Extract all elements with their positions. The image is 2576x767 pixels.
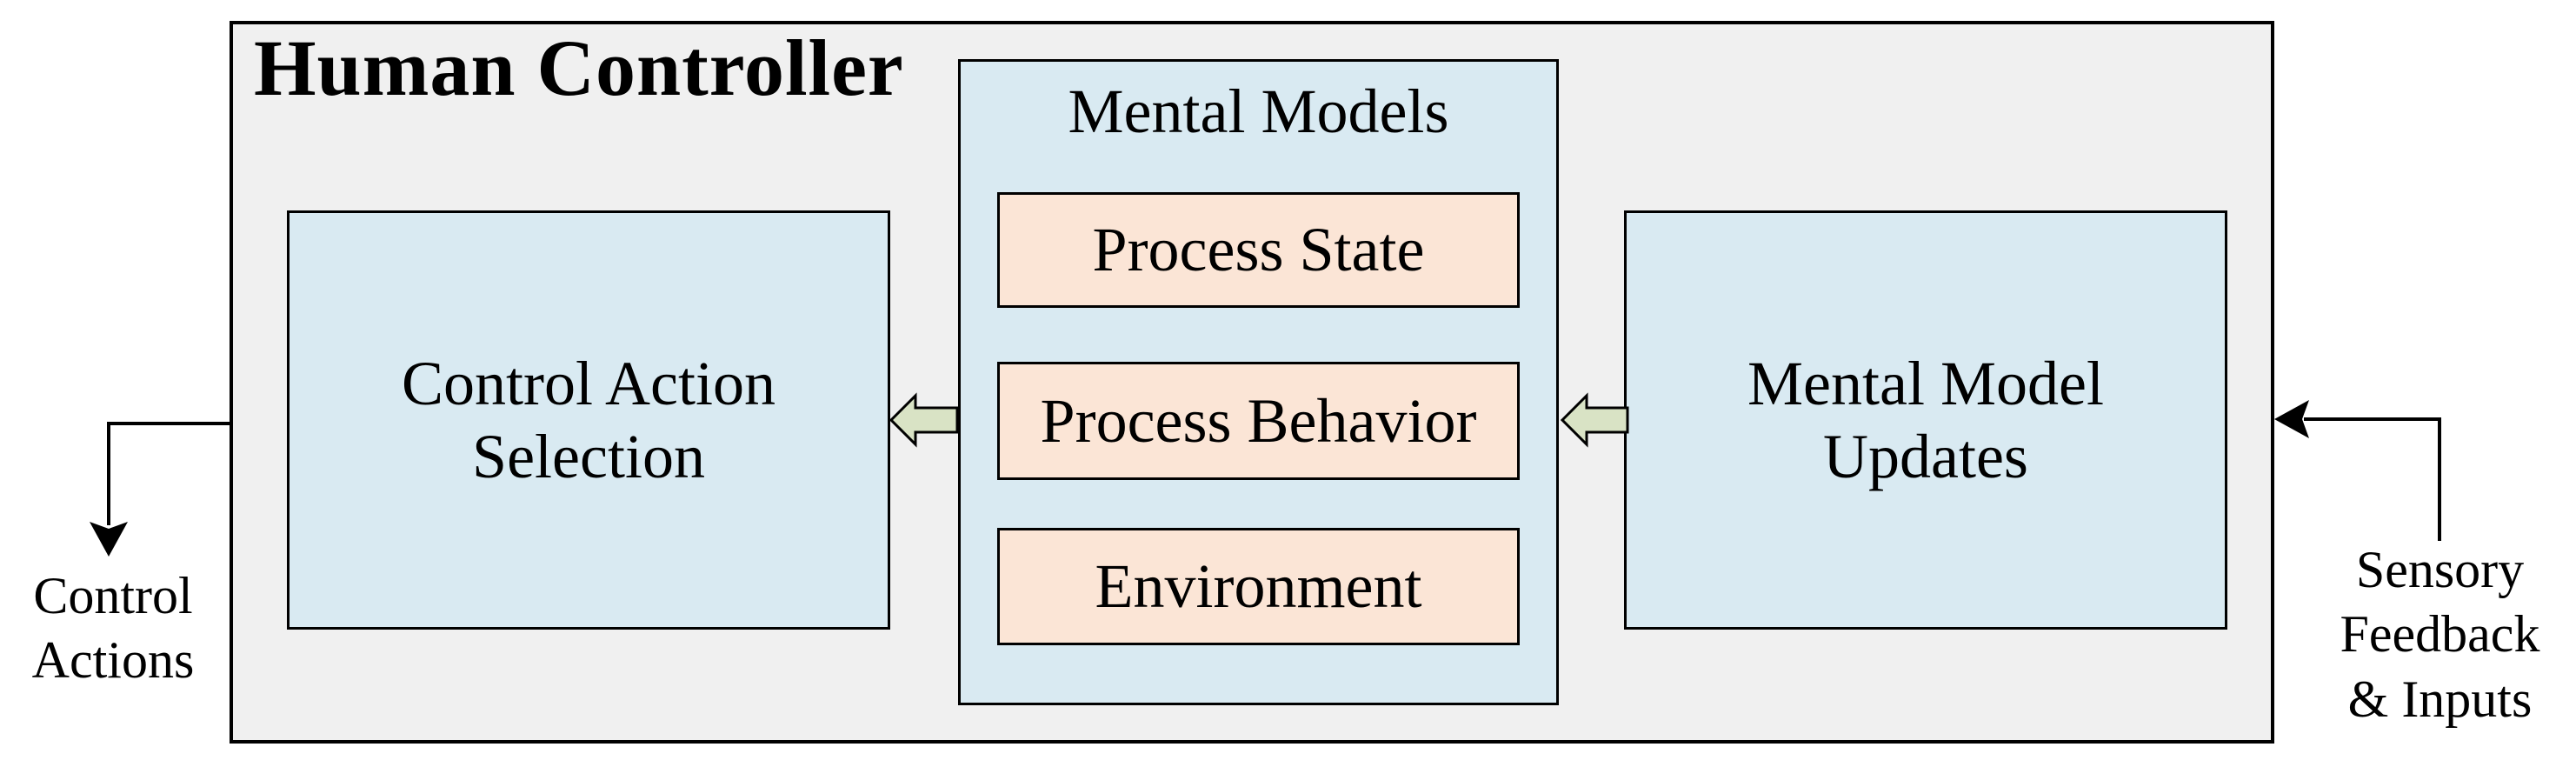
- control-actions-output-arrow-line: [107, 422, 231, 525]
- control-action-selection-box: Control Action Selection: [287, 210, 890, 630]
- sensory-feedback-arrowhead-icon: [2274, 400, 2309, 438]
- control-actions-label: Control Actions: [31, 567, 195, 690]
- control-action-selection-label: Control Action Selection: [402, 348, 775, 491]
- sensory-feedback-label: Sensory Feedback & Inputs: [2340, 541, 2540, 728]
- control-actions-arrowhead-icon: [90, 522, 128, 557]
- environment-box: Environment: [997, 528, 1520, 645]
- mental-models-title: Mental Models: [1068, 77, 1449, 146]
- process-behavior-box: Process Behavior: [997, 362, 1520, 480]
- mental-model-updates-label: Mental Model Updates: [1747, 348, 2104, 491]
- sensory-feedback-input-arrow-line: [2304, 417, 2441, 541]
- human-controller-title: Human Controller: [254, 23, 904, 112]
- mental-model-updates-box: Mental Model Updates: [1624, 210, 2227, 630]
- process-state-box: Process State: [997, 192, 1520, 308]
